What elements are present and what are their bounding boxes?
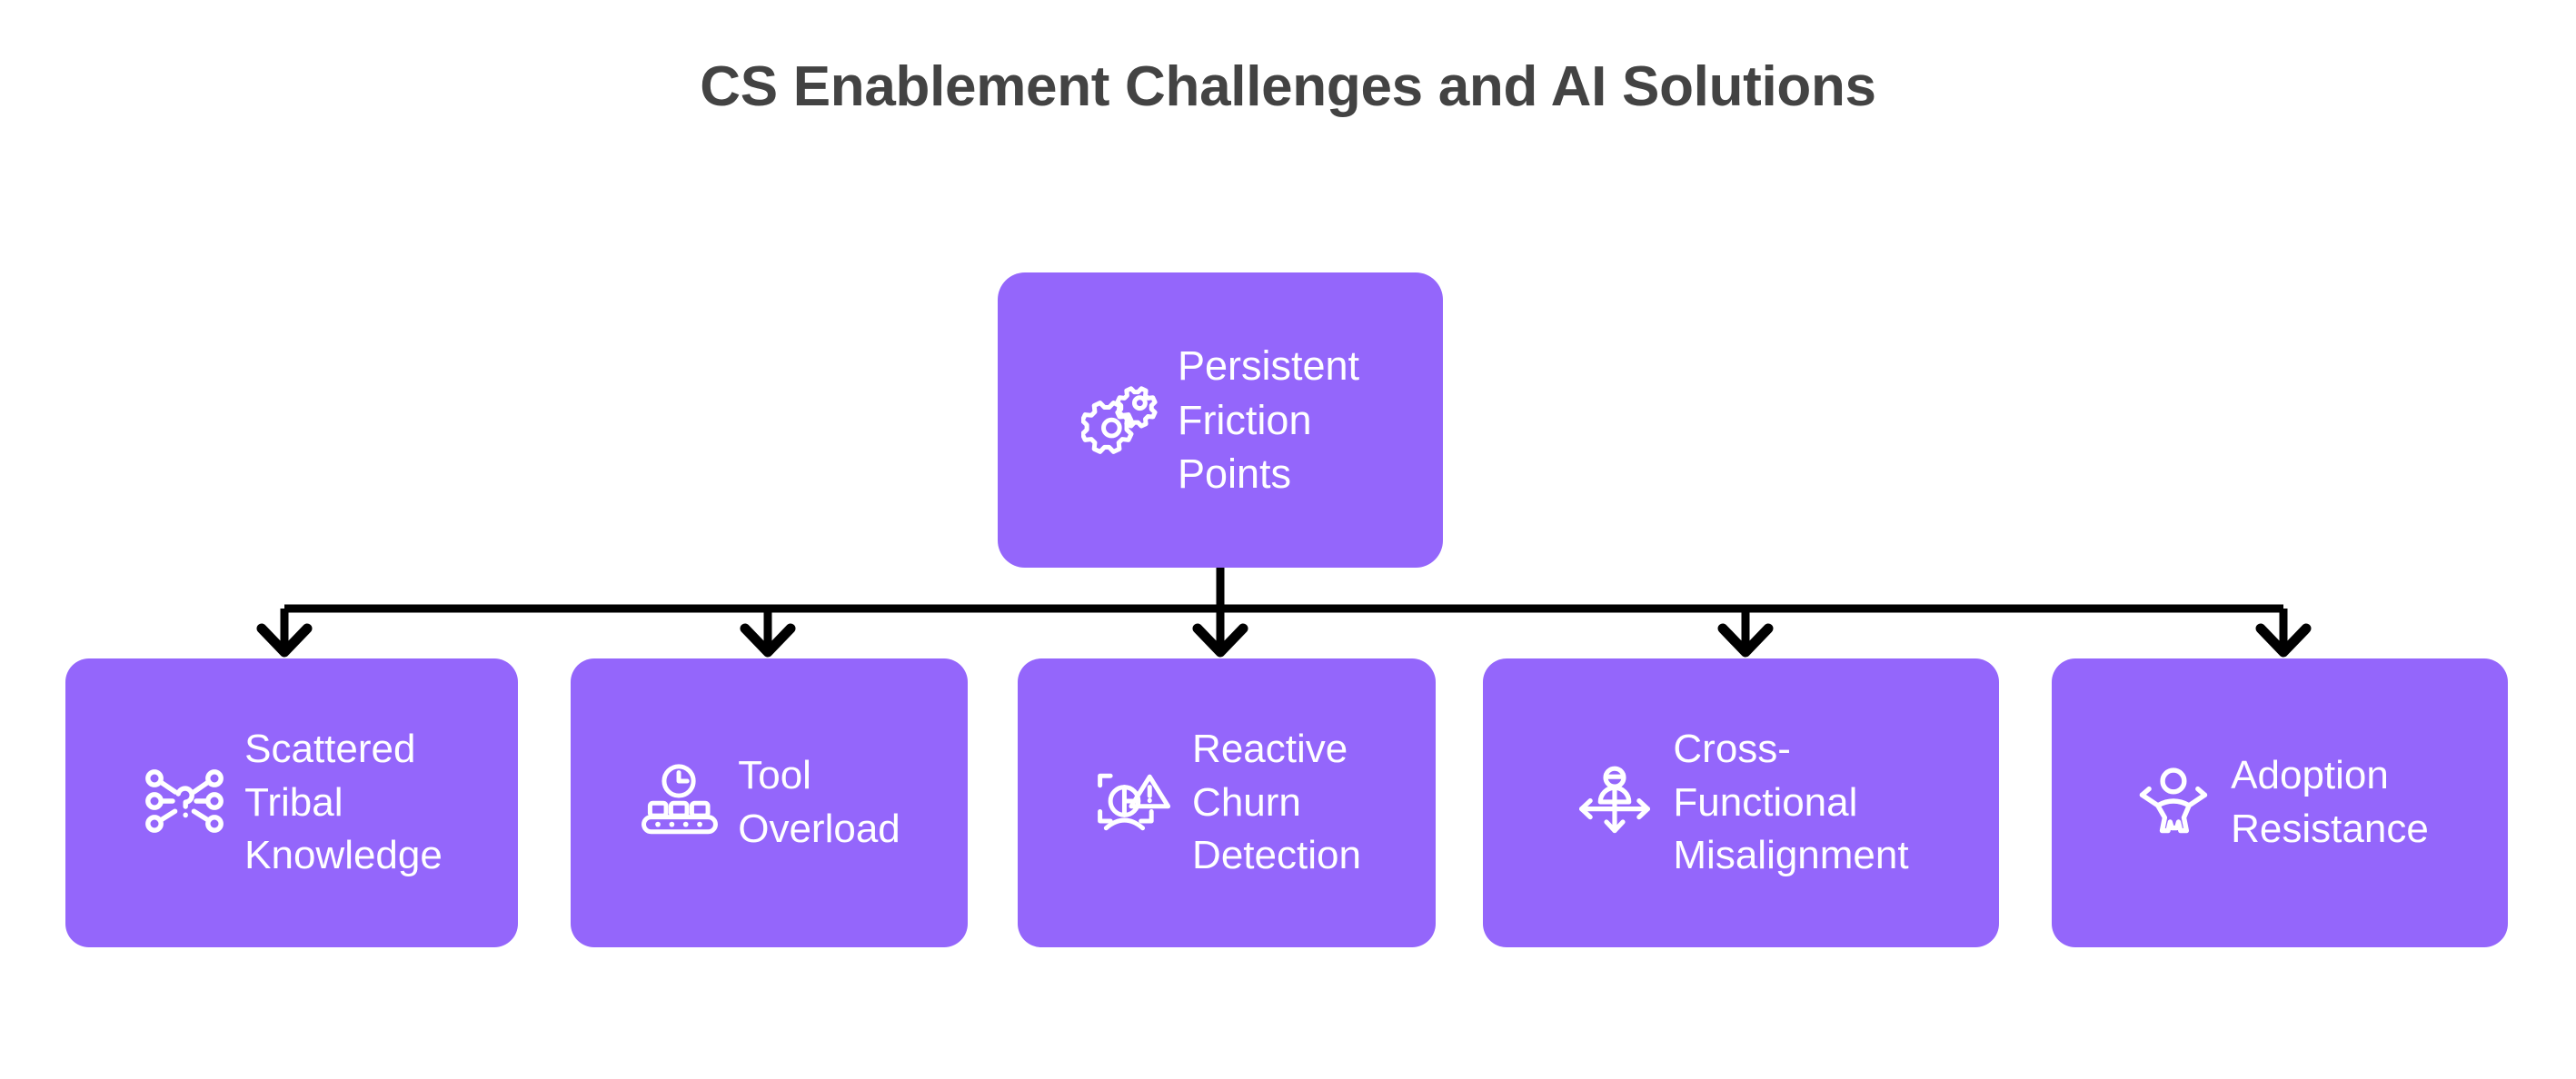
person-arrows-icon: [1573, 759, 1656, 847]
arrowhead-2: [1192, 623, 1248, 658]
node-reactive-churn-detection[interactable]: Reactive Churn Detection: [1018, 658, 1436, 947]
churn-warning-icon: [1092, 759, 1176, 847]
node-persistent-friction-points[interactable]: Persistent Friction Points: [998, 272, 1443, 568]
node-adoption-resistance[interactable]: Adoption Resistance: [2052, 658, 2508, 947]
arrowhead-3: [1717, 623, 1774, 658]
gears-icon: [1079, 376, 1165, 464]
node-label: Cross- Functional Misalignment: [1673, 727, 1909, 878]
node-label: Reactive Churn Detection: [1192, 727, 1361, 878]
node-cross-functional-misalignment[interactable]: Cross- Functional Misalignment: [1483, 658, 1999, 947]
person-resist-icon: [2131, 759, 2214, 847]
node-label: Persistent Friction Points: [1177, 342, 1360, 498]
network-question-icon: [141, 757, 228, 849]
arrowhead-1: [740, 623, 796, 658]
page-title: CS Enablement Challenges and AI Solution…: [700, 55, 1876, 118]
arrowhead-4: [2255, 623, 2312, 658]
node-tool-overload[interactable]: Tool Overload: [571, 658, 968, 947]
conveyor-clock-icon: [638, 759, 721, 847]
node-scattered-tribal-knowledge[interactable]: Scattered Tribal Knowledge: [65, 658, 518, 947]
node-label: Tool Overload: [738, 753, 900, 851]
arrowhead-0: [256, 623, 313, 658]
node-label: Scattered Tribal Knowledge: [244, 727, 443, 878]
node-label: Adoption Resistance: [2231, 753, 2429, 851]
